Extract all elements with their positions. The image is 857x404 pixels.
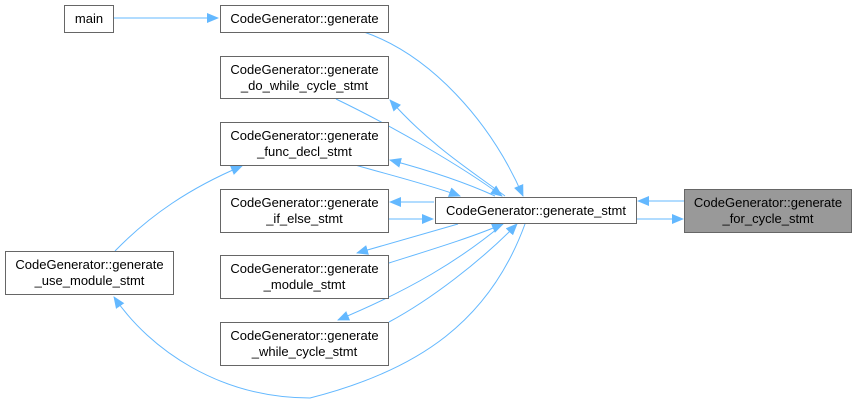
node-label: CodeGenerator::generate bbox=[230, 128, 379, 143]
node-label: CodeGenerator::generate bbox=[230, 328, 379, 343]
edge-generate-to-generate-stmt bbox=[363, 31, 524, 197]
node-label: main bbox=[74, 11, 104, 26]
edge-generate-stmt-to-func-decl bbox=[389, 158, 496, 197]
node-label: _use_module_stmt bbox=[34, 273, 145, 288]
node-label: CodeGenerator::generate_stmt bbox=[446, 202, 626, 218]
edge-generate-stmt-to-use-module bbox=[113, 223, 526, 399]
node-label: _do_while_cycle_stmt bbox=[240, 77, 369, 93]
node-generate-for-cycle-stmt-current: CodeGenerator::generate _for_cycle_stmt bbox=[684, 189, 852, 233]
node-label: CodeGenerator::generate bbox=[230, 195, 379, 210]
node-label: CodeGenerator::generate bbox=[15, 257, 164, 272]
node-generate-if-else-stmt[interactable]: CodeGenerator::generate _if_else_stmt bbox=[220, 189, 389, 233]
node-generate-func-decl-stmt[interactable]: CodeGenerator::generate _func_decl_stmt bbox=[220, 122, 389, 166]
node-label: _func_decl_stmt bbox=[257, 144, 352, 159]
node-label: _while_cycle_stmt bbox=[251, 344, 358, 359]
node-label: _module_stmt bbox=[263, 277, 346, 292]
edge-generate-stmt-to-while bbox=[337, 223, 504, 321]
edge-use-module-to-func-decl bbox=[114, 165, 243, 252]
node-label: _for_cycle_stmt bbox=[722, 211, 814, 226]
node-label: CodeGenerator::generate bbox=[230, 61, 379, 77]
node-generate[interactable]: CodeGenerator::generate bbox=[220, 5, 389, 33]
edge-generate-stmt-to-module bbox=[356, 223, 459, 255]
edge-generate-stmt-to-do-while bbox=[389, 99, 506, 197]
node-label: _if_else_stmt bbox=[266, 211, 343, 226]
edge-func-decl-to-generate-stmt bbox=[354, 164, 461, 197]
node-generate-use-module-stmt[interactable]: CodeGenerator::generate _use_module_stmt bbox=[5, 251, 174, 295]
node-generate-while-cycle-stmt[interactable]: CodeGenerator::generate _while_cycle_stm… bbox=[220, 322, 389, 366]
node-main[interactable]: main bbox=[64, 5, 114, 33]
edge-do-while-to-generate-stmt bbox=[335, 98, 503, 197]
node-generate-do-while-cycle-stmt[interactable]: CodeGenerator::generate _do_while_cycle_… bbox=[220, 56, 389, 99]
node-generate-stmt[interactable]: CodeGenerator::generate_stmt bbox=[435, 197, 637, 224]
node-generate-module-stmt[interactable]: CodeGenerator::generate _module_stmt bbox=[220, 255, 389, 299]
edge-module-to-generate-stmt bbox=[388, 223, 504, 264]
node-label: CodeGenerator::generate bbox=[693, 195, 843, 210]
node-label: CodeGenerator::generate bbox=[230, 11, 379, 26]
node-label: CodeGenerator::generate bbox=[230, 261, 379, 276]
edge-while-to-generate-stmt bbox=[388, 223, 518, 323]
